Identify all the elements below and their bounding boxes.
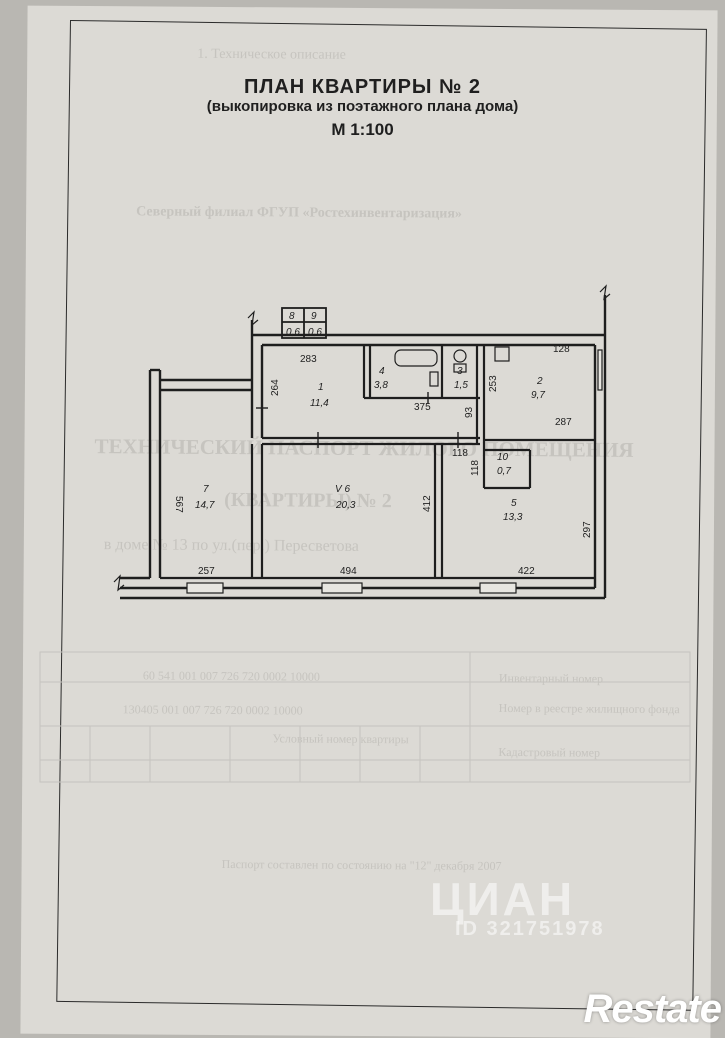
room-1-num: 1 [318,382,324,393]
inner-walls [160,345,595,580]
room-8-num: 8 [289,311,295,322]
dim-422: 422 [518,566,535,577]
room-2-num: 2 [536,376,543,387]
room-1-area: 11,4 [310,398,329,409]
cian-watermark: ЦИАН [430,873,576,925]
room-6-area: 20,3 [335,500,356,511]
dim-118b: 118 [470,460,481,476]
dim-297: 297 [582,521,593,538]
dim-375: 375 [414,402,431,413]
dim-253: 253 [488,375,499,392]
outer-walls [120,295,607,600]
bath-fixtures [394,346,510,387]
room-3-num: 3 [457,366,463,377]
scale-label: М 1:100 [331,120,394,139]
room-5-num: 5 [511,498,517,509]
break-marks [113,284,611,592]
room-7-area: 14,7 [195,500,215,511]
room-10-area: 0,7 [497,466,511,477]
room-10-num: 10 [497,452,509,463]
restate-logo: Restate [583,987,722,1031]
room-8-area: 0,6 [286,327,300,338]
room-5-area: 13,3 [503,512,523,523]
room-9-area: 0,6 [308,327,322,338]
dim-283: 283 [300,354,317,365]
dim-264: 264 [270,379,281,396]
room-4-area: 3,8 [374,380,388,391]
room-9-num: 9 [311,311,317,322]
room-3-area: 1,5 [454,380,468,391]
room-2-area: 9,7 [531,390,545,401]
dim-287: 287 [555,417,572,428]
dim-412: 412 [422,495,433,512]
door-marks [256,392,459,448]
page-subtitle: (выкопировка из поэтажного плана дома) [206,98,519,115]
page-title: ПЛАН КВАРТИРЫ № 2 [243,76,482,98]
dim-128: 128 [553,344,570,355]
room-4-num: 4 [379,366,385,377]
room-7-num: 7 [203,484,209,495]
niche-cells [281,307,327,339]
room-6-num: V 6 [335,484,350,495]
cian-id-watermark: ID 321751978 [455,918,605,940]
dim-567: 567 [173,496,184,513]
windows [186,349,603,594]
dim-494: 494 [340,566,357,577]
dim-93: 93 [464,406,475,418]
ghost-table [39,651,691,783]
dim-257: 257 [198,566,215,577]
dim-118a: 118 [452,448,468,459]
